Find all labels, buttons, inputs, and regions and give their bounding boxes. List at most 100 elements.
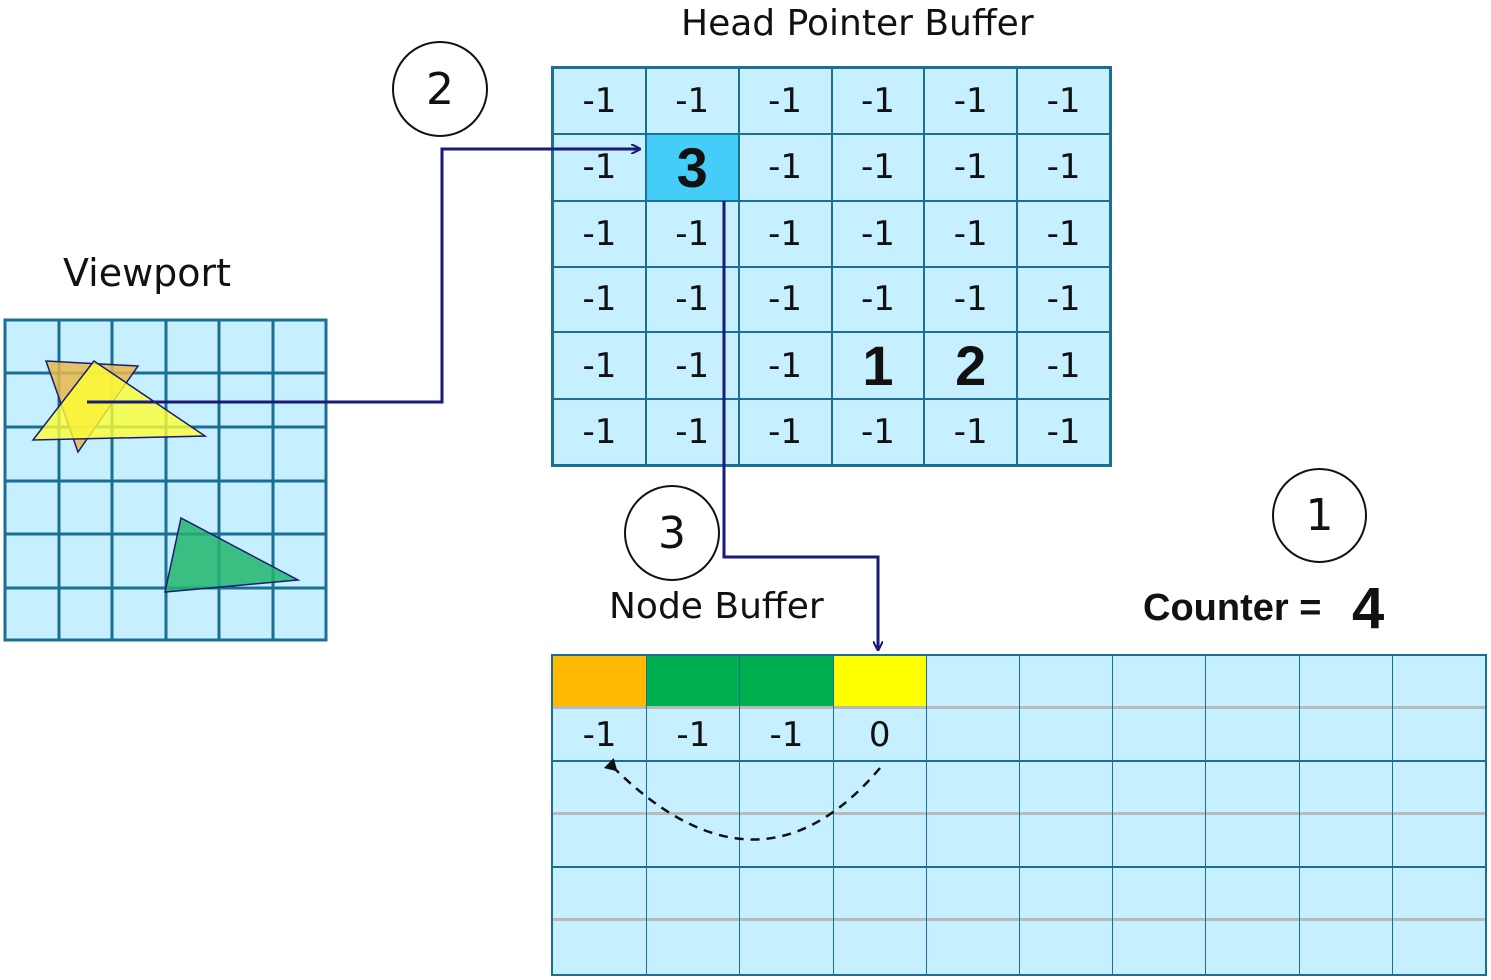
node-empty-slot (647, 762, 740, 815)
node-empty-slot (553, 921, 646, 974)
node-color-slot (740, 656, 833, 709)
node-empty-slot (647, 868, 740, 921)
head-buffer-title: Head Pointer Buffer (681, 3, 1034, 44)
node-empty-slot (553, 815, 647, 868)
node-column (1112, 656, 1206, 974)
head-cell: -1 (1017, 68, 1110, 134)
node-column: -1 (739, 656, 833, 974)
node-empty-slot (1392, 815, 1485, 868)
node-empty-slot (1019, 868, 1113, 921)
node-empty-slot (1299, 815, 1392, 868)
node-empty-slot (740, 868, 833, 921)
node-empty-slot (740, 921, 832, 974)
counter-value: 4 (1352, 576, 1385, 641)
node-color-slot (553, 656, 647, 709)
head-cell: -1 (738, 133, 832, 201)
node-next-slot (1113, 709, 1206, 762)
node-buffer-title: Node Buffer (609, 586, 824, 627)
node-empty-slot (1206, 921, 1298, 974)
head-cell: -1 (553, 266, 646, 333)
node-empty-slot (834, 921, 926, 974)
node-empty-slot (927, 921, 1019, 974)
node-empty-slot (1113, 815, 1206, 868)
node-empty-slot (553, 762, 647, 815)
step-circle-1: 1 (1272, 468, 1367, 563)
head-cell: -1 (831, 133, 925, 201)
head-cell: -1 (924, 200, 1018, 267)
head-cell: -1 (1017, 200, 1110, 267)
head-cell: 1 (831, 332, 925, 400)
node-color-slot (1206, 656, 1299, 709)
node-next-slot (1019, 709, 1113, 762)
node-color-slot (647, 656, 740, 709)
head-cell: -1 (831, 68, 925, 134)
node-next-slot (1299, 709, 1392, 762)
node-next-slot: 0 (833, 709, 926, 762)
head-cell: -1 (1017, 332, 1110, 400)
node-empty-slot (740, 815, 833, 868)
node-empty-slot (1392, 868, 1485, 921)
step-circle-3: 3 (624, 485, 720, 581)
head-cell: -1 (924, 266, 1018, 333)
node-column (1205, 656, 1299, 974)
node-next-slot: -1 (740, 709, 833, 762)
head-cell: -1 (1017, 266, 1110, 333)
head-cell: -1 (553, 200, 646, 267)
node-color-slot (1113, 656, 1206, 709)
node-next-slot (1206, 709, 1299, 762)
head-cell: -1 (831, 200, 925, 267)
node-empty-slot (926, 762, 1019, 815)
head-cell: -1 (645, 266, 739, 333)
node-empty-slot (1113, 921, 1205, 974)
node-empty-slot (1392, 762, 1485, 815)
head-cell: -1 (738, 266, 832, 333)
node-empty-slot (926, 815, 1019, 868)
counter-label: Counter = (1143, 587, 1322, 629)
node-empty-slot (1020, 921, 1112, 974)
node-column (1298, 656, 1392, 974)
node-empty-slot (926, 868, 1019, 921)
head-cell: -1 (831, 399, 925, 465)
node-empty-slot (1206, 762, 1299, 815)
head-cell: -1 (553, 399, 646, 465)
node-column: 0 (832, 656, 926, 974)
head-cell: -1 (738, 332, 832, 400)
node-color-slot (1019, 656, 1113, 709)
node-column (1391, 656, 1485, 974)
step-circle-2: 2 (392, 41, 488, 137)
head-cell: -1 (738, 200, 832, 267)
node-empty-slot (1113, 868, 1206, 921)
head-cell: -1 (553, 68, 646, 134)
node-empty-slot (1299, 868, 1392, 921)
node-empty-slot (833, 762, 926, 815)
head-cell: -1 (645, 68, 739, 134)
node-empty-slot (1206, 815, 1299, 868)
node-next-slot: -1 (647, 709, 740, 762)
head-cell: -1 (831, 266, 925, 333)
head-cell: -1 (1017, 399, 1110, 465)
node-next-slot (1392, 709, 1485, 762)
node-empty-slot (1299, 762, 1392, 815)
node-empty-slot (1019, 762, 1113, 815)
head-cell: 3 (645, 133, 739, 201)
node-empty-slot (553, 868, 647, 921)
head-cell: -1 (553, 133, 646, 201)
head-cell: -1 (738, 399, 832, 465)
node-empty-slot (1019, 815, 1113, 868)
node-color-slot (926, 656, 1019, 709)
node-next-slot: -1 (553, 709, 647, 762)
node-column (1018, 656, 1113, 974)
node-color-slot (833, 656, 926, 709)
node-column (925, 656, 1019, 974)
node-column: -1 (646, 656, 740, 974)
head-cell: -1 (738, 68, 832, 134)
node-color-slot (1392, 656, 1485, 709)
node-empty-slot (647, 815, 740, 868)
head-cell: -1 (924, 68, 1018, 134)
node-next-slot (926, 709, 1019, 762)
node-empty-slot (740, 762, 833, 815)
head-cell: -1 (645, 200, 739, 267)
head-cell: -1 (924, 399, 1018, 465)
